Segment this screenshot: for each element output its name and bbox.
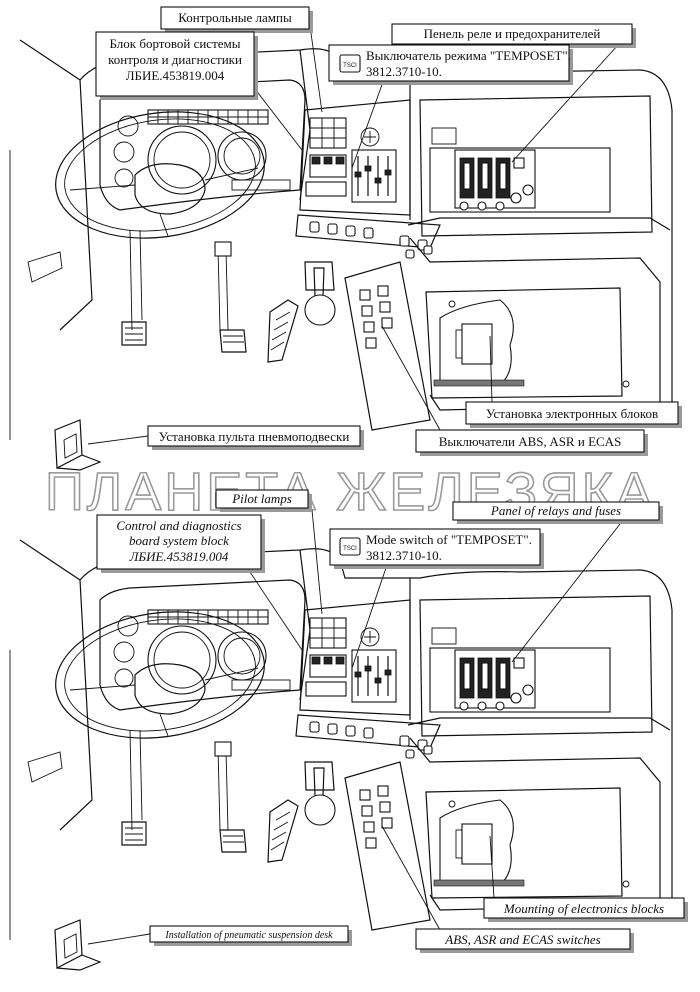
bottom-label-board-block: Control and diagnostics board system blo…: [96, 514, 265, 573]
bottom-electronics-text: Mounting of electronics blocks: [503, 901, 664, 916]
bottom-diagram: Pilot lamps Control and diagnostics boar…: [9, 489, 688, 971]
bottom-abs-switches-text: ABS, ASR and ECAS switches: [444, 932, 600, 947]
top-label-mode-switch: TSCI Выключатель режима "TEMPOSET". 3812…: [328, 44, 573, 85]
bottom-pilot-lamps-text: Pilot lamps: [231, 491, 292, 506]
bottom-board-block-line3: ЛБИЕ.453819.004: [129, 549, 229, 564]
top-pilot-lamps-text: Контрольные лампы: [178, 10, 292, 25]
bottom-relay-panel-text: Panel of relays and fuses: [490, 503, 621, 518]
temposet-switch-icon: [339, 54, 361, 73]
bottom-label-mode-switch: TSCI Mode switch of "TEMPOSET". 3812.371…: [329, 528, 544, 569]
top-label-pilot-lamps: Контрольные лампы: [160, 6, 313, 33]
top-board-block-line1: Блок бортовой системы: [110, 36, 241, 51]
top-label-board-block: Блок бортовой системы контроля и диагнос…: [95, 31, 258, 100]
bottom-label-abs-switches: ABS, ASR and ECAS switches: [415, 928, 634, 953]
temposet-switch-icon-en: [339, 537, 361, 556]
temposet-icon-label: TSCI: [343, 63, 357, 69]
top-board-block-line2: контроля и диагностики: [108, 52, 242, 67]
bottom-label-electronics: Mounting of electronics blocks: [483, 897, 688, 922]
bottom-board-block-line2: board system block: [129, 533, 229, 548]
top-mode-switch-line2: 3812.3710-10.: [366, 64, 442, 79]
bottom-pneumatic-text: Installation of pneumatic suspension des…: [164, 930, 333, 941]
top-mode-switch-line1: Выключатель режима "TEMPOSET".: [366, 48, 571, 63]
bottom-mode-switch-line2: 3812.3710-10.: [366, 548, 442, 563]
top-label-relay-panel: Пенель реле и предохранителей: [391, 23, 636, 48]
bottom-mode-switch-line1: Mode switch of "TEMPOSET".: [366, 532, 532, 547]
top-pneumatic-text: Установка пульта пневмоподвески: [159, 429, 350, 444]
bottom-label-relay-panel: Panel of relays and fuses: [452, 501, 663, 524]
top-abs-switches-text: Выключатели ABS, ASR и ECAS: [439, 434, 622, 449]
bottom-board-block-line1: Control and diagnostics: [116, 518, 241, 533]
top-relay-panel-text: Пенель реле и предохранителей: [424, 26, 601, 41]
top-label-pneumatic: Установка пульта пневмоподвески: [147, 425, 364, 450]
top-label-abs-switches: Выключатели ABS, ASR и ECAS: [415, 429, 648, 456]
top-board-block-line3: ЛБИЕ.453819.004: [126, 68, 225, 83]
bottom-label-pilot-lamps: Pilot lamps: [215, 489, 312, 512]
bottom-label-pneumatic: Installation of pneumatic suspension des…: [149, 925, 352, 946]
top-diagram: Контрольные лампы Блок бортовой системы …: [9, 6, 682, 471]
temposet-icon-label-en: TSCI: [343, 546, 357, 552]
top-label-electronics: Установка электронных блоков: [465, 401, 682, 428]
bottom-leaders: [87, 509, 621, 945]
top-electronics-text: Установка электронных блоков: [486, 406, 658, 421]
